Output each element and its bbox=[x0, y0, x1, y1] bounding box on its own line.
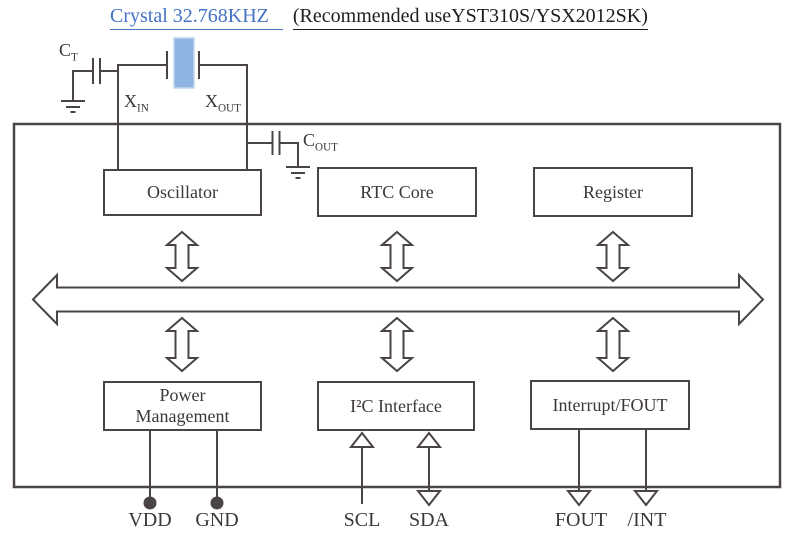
pin-label-scl: SCL bbox=[343, 509, 381, 531]
ct-label: CT bbox=[59, 40, 78, 64]
int-arrowhead-down bbox=[632, 490, 660, 507]
diagram-title: Crystal 32.768KHZ (Recommended useYST310… bbox=[110, 5, 648, 30]
block-oscillator: Oscillator bbox=[103, 169, 262, 216]
pin-label-sda: SDA bbox=[408, 509, 449, 531]
sda-pin bbox=[415, 431, 443, 507]
chip-boundary bbox=[12, 122, 782, 489]
gnd-terminal-dot bbox=[210, 496, 224, 510]
block-power-label-line1: Power bbox=[159, 385, 206, 406]
block-interrupt-fout: Interrupt/FOUT bbox=[530, 380, 690, 430]
xout-label: XOUT bbox=[205, 91, 241, 115]
int-pin bbox=[632, 430, 660, 507]
recommended-part-text: (Recommended useYST310S/YSX2012SK) bbox=[292, 5, 648, 30]
pin-label-int: /INT bbox=[627, 509, 667, 531]
vertical-arrow-rtc-core bbox=[379, 230, 415, 283]
xin-label: XIN bbox=[124, 91, 149, 115]
vertical-arrow-power bbox=[164, 316, 200, 373]
sda-arrowhead-up bbox=[415, 431, 443, 448]
cout-label: COUT bbox=[303, 130, 338, 154]
gnd-pin bbox=[210, 430, 224, 510]
capacitor-cout-icon bbox=[247, 131, 299, 167]
scl-pin bbox=[348, 431, 376, 504]
vertical-arrow-oscillator bbox=[164, 230, 200, 283]
block-rtc-core-label: RTC Core bbox=[360, 181, 434, 202]
vdd-pin bbox=[143, 430, 157, 510]
sda-arrowhead-down bbox=[415, 490, 443, 507]
fout-arrowhead-down bbox=[565, 490, 593, 507]
block-i2c-interface: I²C Interface bbox=[317, 381, 475, 431]
pin-label-vdd: VDD bbox=[128, 509, 172, 531]
capacitor-ct-icon bbox=[72, 58, 118, 101]
ground-icon-cout bbox=[286, 166, 310, 179]
vdd-terminal-dot bbox=[143, 496, 157, 510]
block-register: Register bbox=[533, 167, 693, 217]
block-power-label-line2: Management bbox=[135, 406, 230, 426]
scl-arrowhead-up bbox=[348, 431, 376, 448]
pin-label-gnd: GND bbox=[195, 509, 239, 531]
bus-arrow bbox=[31, 272, 765, 327]
block-interrupt-label: Interrupt/FOUT bbox=[552, 394, 668, 415]
block-power-management: Power Management bbox=[103, 381, 262, 431]
fout-pin bbox=[565, 430, 593, 507]
pin-label-fout: FOUT bbox=[554, 509, 608, 531]
block-register-label: Register bbox=[583, 181, 643, 202]
crystal-icon bbox=[118, 37, 247, 89]
block-i2c-label: I²C Interface bbox=[350, 395, 442, 416]
crystal-spec-link[interactable]: Crystal 32.768KHZ bbox=[110, 5, 283, 30]
vertical-arrow-interrupt bbox=[595, 316, 631, 373]
ground-icon-ct bbox=[61, 100, 85, 113]
vertical-arrow-i2c bbox=[379, 316, 415, 373]
vertical-arrow-register bbox=[595, 230, 631, 283]
block-oscillator-label: Oscillator bbox=[147, 182, 218, 203]
block-rtc-core: RTC Core bbox=[317, 167, 477, 217]
